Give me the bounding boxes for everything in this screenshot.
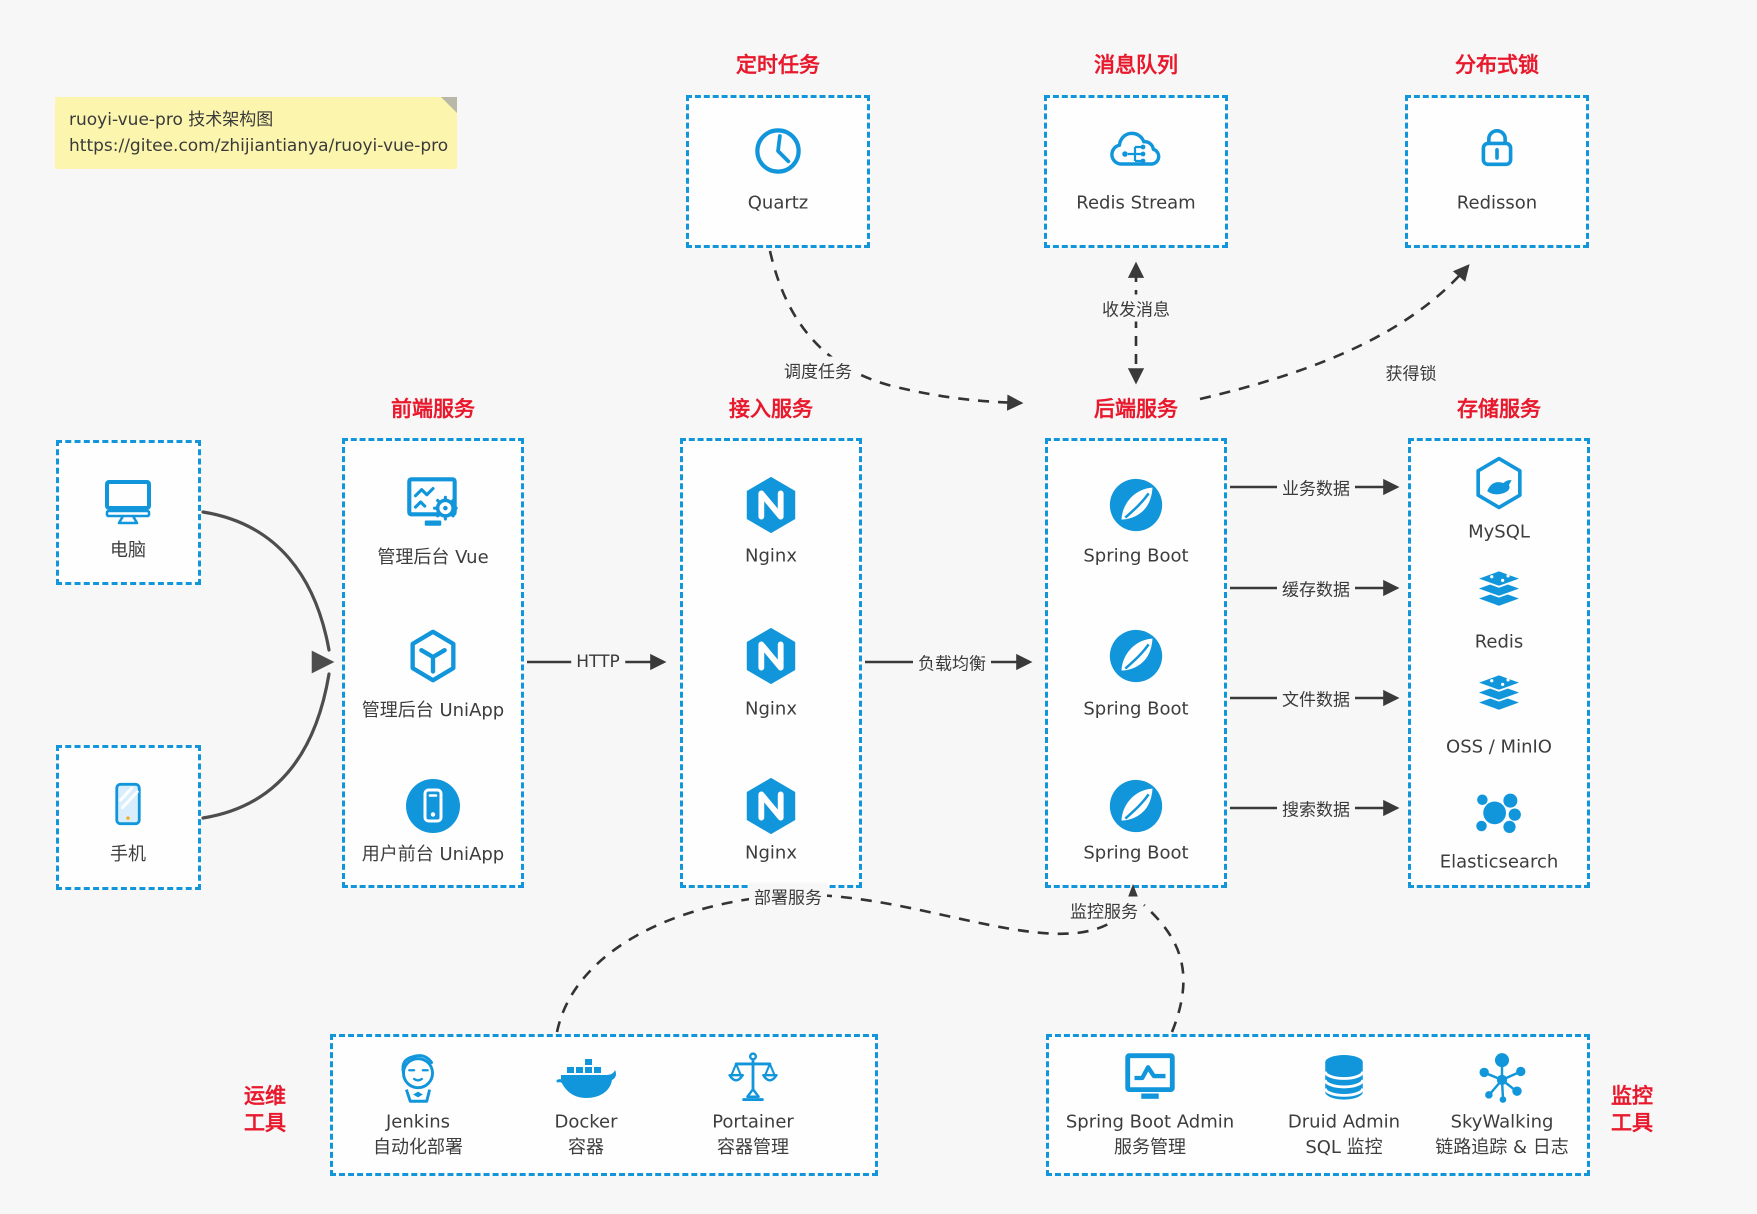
- label-user-uniapp: 用户前台 UniApp: [361, 844, 505, 865]
- elasticsearch-cluster-icon: [1476, 793, 1521, 833]
- edge-label-biz-data: 业务数据: [1277, 473, 1355, 501]
- note-url: https://gitee.com/zhijiantianya/ruoyi-vu…: [69, 136, 449, 157]
- jenkins-butler-icon: [401, 1054, 434, 1103]
- nginx-icon: [746, 476, 796, 534]
- label-oss-minio: OSS / MinIO: [1446, 736, 1552, 758]
- label-nginx-1: Nginx: [745, 545, 797, 567]
- edge-label-cache-data: 缓存数据: [1277, 574, 1355, 602]
- sublabel-druid: SQL 监控: [1305, 1137, 1383, 1158]
- sublabel-sba: 服务管理: [1114, 1137, 1186, 1158]
- note-title: ruoyi-vue-pro 技术架构图: [69, 110, 274, 130]
- label-admin-vue: 管理后台 Vue: [377, 547, 489, 568]
- label-elasticsearch: Elasticsearch: [1439, 851, 1559, 873]
- label-springboot-3: Spring Boot: [1083, 842, 1189, 864]
- title-message-queue: 消息队列: [1094, 53, 1178, 77]
- label-springboot-2: Spring Boot: [1083, 698, 1189, 720]
- spring-leaf-icon: [1109, 629, 1163, 683]
- edge-label-http: HTTP: [571, 651, 625, 673]
- lock-icon: [1481, 129, 1513, 167]
- scales-icon: [728, 1052, 778, 1101]
- label-redisson: Redisson: [1456, 192, 1538, 214]
- label-phone: 手机: [110, 844, 146, 865]
- clock-icon: [755, 128, 801, 174]
- note-fold-corner: [441, 97, 457, 113]
- mobile-app-circle-icon: [406, 779, 460, 833]
- sticky-note: ruoyi-vue-pro 技术架构图 https://gitee.com/zh…: [55, 97, 457, 169]
- edge-monitoring: [1143, 904, 1185, 1033]
- title-monitor-tools: 监控 工具: [1611, 1084, 1653, 1135]
- nginx-icon: [746, 777, 796, 835]
- edge-label-file-data: 文件数据: [1277, 684, 1355, 712]
- box-pc: [56, 440, 201, 585]
- label-nginx-3: Nginx: [745, 842, 797, 864]
- node-cluster-icon: [1479, 1053, 1526, 1103]
- label-jenkins: Jenkins: [385, 1111, 451, 1133]
- edge-label-search-data: 搜索数据: [1277, 794, 1355, 822]
- sublabel-skywalking: 链路追踪 & 日志: [1435, 1137, 1569, 1158]
- edge-label-deploy: 部署服务: [749, 882, 827, 910]
- box-redis-stream: [1044, 95, 1228, 248]
- layer-stack-icon: [1473, 569, 1525, 608]
- edge-phone-to-frontend: [201, 672, 331, 820]
- label-redis-stream: Redis Stream: [1076, 192, 1196, 214]
- edge-label-monitoring: 监控服务: [1065, 896, 1143, 924]
- sublabel-docker: 容器: [568, 1137, 604, 1158]
- label-quartz: Quartz: [747, 192, 809, 214]
- database-icon: [1323, 1055, 1365, 1100]
- nginx-icon: [746, 627, 796, 685]
- title-storage: 存储服务: [1457, 397, 1541, 421]
- edge-label-schedule: 调度任务: [779, 356, 857, 384]
- label-mysql: MySQL: [1468, 521, 1530, 543]
- label-portainer: Portainer: [712, 1111, 794, 1133]
- cloud-stream-icon: [1110, 131, 1161, 166]
- label-admin-uniapp: 管理后台 UniApp: [361, 700, 505, 721]
- label-pc: 电脑: [110, 540, 146, 561]
- edge-label-acquire-lock: 获得锁: [1380, 358, 1442, 386]
- admin-screen-gear-icon: [407, 477, 458, 526]
- smartphone-icon: [115, 782, 141, 826]
- monitor-pulse-icon: [1125, 1053, 1175, 1099]
- edge-label-load-balance: 负载均衡: [913, 648, 991, 676]
- title-scheduled-tasks: 定时任务: [736, 53, 820, 77]
- spring-leaf-icon: [1109, 779, 1163, 833]
- label-redis: Redis: [1474, 631, 1524, 653]
- title-distributed-lock: 分布式锁: [1455, 53, 1539, 77]
- edge-label-message: 收发消息: [1097, 294, 1175, 322]
- layer-stack-icon: [1473, 673, 1525, 712]
- label-sba: Spring Boot Admin: [1065, 1111, 1235, 1133]
- mysql-dolphin-icon: [1476, 456, 1522, 510]
- edge-pc-to-frontend: [201, 510, 331, 652]
- label-skywalking: SkyWalking: [1450, 1111, 1554, 1133]
- title-ops-tools: 运维 工具: [244, 1084, 286, 1135]
- label-nginx-2: Nginx: [745, 698, 797, 720]
- sublabel-jenkins: 自动化部署: [373, 1137, 463, 1158]
- label-springboot-1: Spring Boot: [1083, 545, 1189, 567]
- sublabel-portainer: 容器管理: [717, 1137, 789, 1158]
- title-backend: 后端服务: [1094, 397, 1178, 421]
- label-druid: Druid Admin: [1287, 1111, 1401, 1133]
- desktop-icon: [105, 480, 151, 525]
- edge-deploy: [555, 893, 1127, 1033]
- title-gateway: 接入服务: [729, 397, 813, 421]
- label-docker: Docker: [554, 1111, 618, 1133]
- uniapp-cube-icon: [410, 629, 456, 683]
- docker-whale-icon: [556, 1059, 616, 1098]
- title-frontend: 前端服务: [391, 397, 475, 421]
- box-redisson: [1405, 95, 1589, 248]
- spring-leaf-icon: [1109, 478, 1163, 532]
